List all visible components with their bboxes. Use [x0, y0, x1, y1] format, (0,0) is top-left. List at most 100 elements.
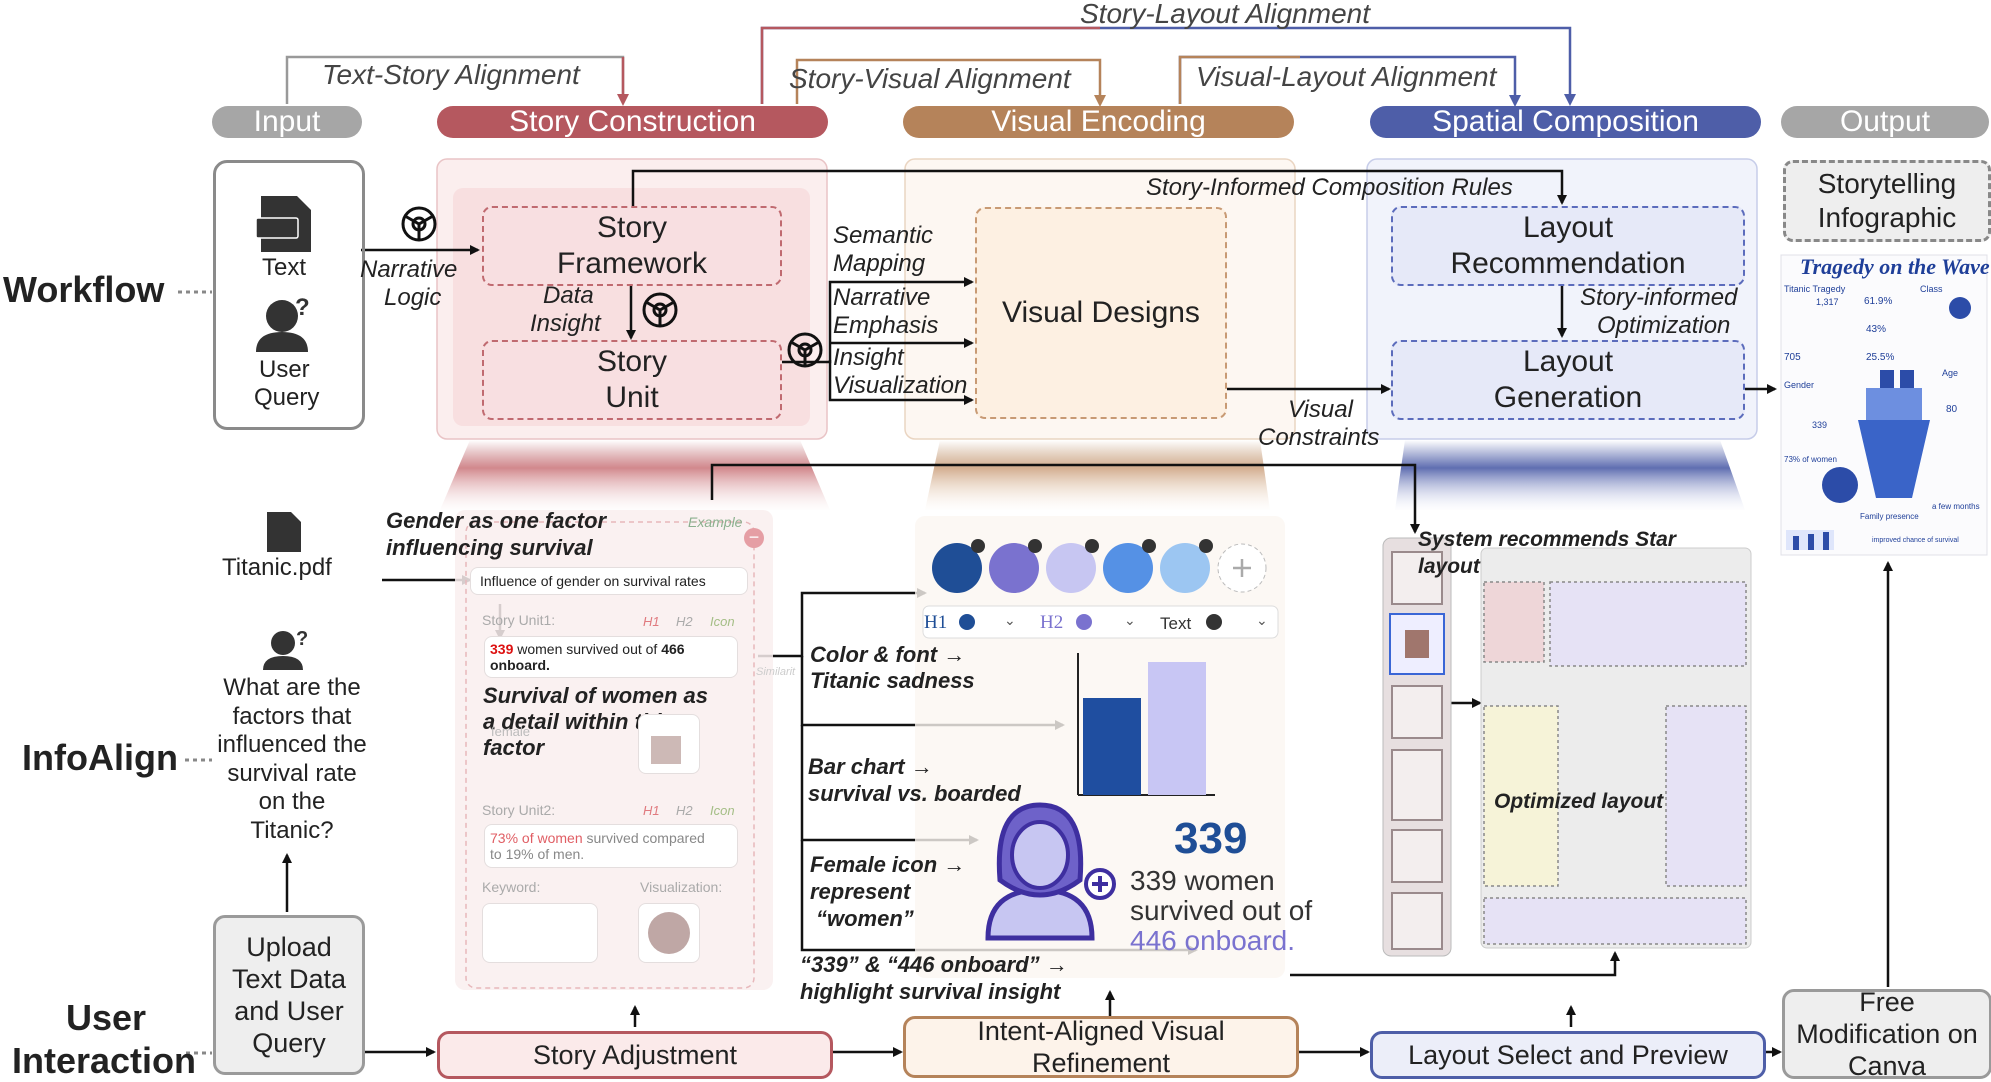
- narrative-emphasis-label: Narrative: [833, 284, 931, 311]
- survival-detail-label: Survival of women as: [483, 683, 708, 708]
- user-query-icon: [256, 300, 308, 352]
- palette-swatch[interactable]: [1160, 543, 1210, 593]
- bar-chart: [1077, 653, 1215, 796]
- infographic-255: 25.5%: [1866, 352, 1895, 363]
- font-h2[interactable]: H2: [1040, 612, 1064, 633]
- remove-swatch-icon[interactable]: [1028, 539, 1042, 553]
- infographic-age-label: Age: [1942, 368, 1959, 378]
- openai-logo-icon: [787, 332, 823, 368]
- story-unit1-field[interactable]: [484, 636, 738, 678]
- openai-logo-icon: [401, 206, 437, 242]
- female-icon-label-3: “women”: [816, 906, 914, 931]
- story-unit2-field[interactable]: [484, 824, 738, 868]
- question-mark-icon: ?: [295, 294, 310, 321]
- color-font-label-2: Titanic sadness: [810, 668, 975, 693]
- palette-swatch[interactable]: [932, 543, 982, 593]
- palette-swatch[interactable]: [1046, 543, 1096, 593]
- font-text[interactable]: Text: [1160, 614, 1192, 633]
- input-query-label: Query: [254, 384, 320, 411]
- story-construction-header: Story Construction: [437, 105, 828, 138]
- h2-tag[interactable]: H2: [676, 614, 693, 629]
- semantic-mapping-label-2: Mapping: [833, 250, 926, 277]
- story-visual-alignment: Story-Visual Alignment: [789, 63, 1071, 94]
- narrative-logic-label-2: Logic: [384, 284, 442, 311]
- color-font-label: Color & font →: [810, 642, 966, 667]
- pdf-icon: [267, 512, 301, 552]
- insight-viz-label-2: Visualization: [833, 372, 968, 399]
- optimized-layout-label: Optimized layout: [1494, 790, 1664, 813]
- chevron-down-icon[interactable]: ⌄: [1256, 612, 1268, 628]
- icon-tag-2[interactable]: Icon: [710, 803, 735, 818]
- titanic-pdf-label: Titanic.pdf: [222, 554, 332, 581]
- visual-constraints-label: Visual: [1288, 396, 1353, 423]
- spatial-composition-header: Spatial Composition: [1370, 105, 1761, 138]
- keyword-label: Keyword:: [482, 879, 541, 895]
- infographic-80: 80: [1946, 404, 1958, 415]
- chevron-down-icon[interactable]: ⌄: [1004, 612, 1016, 628]
- input-text-label: Text: [262, 254, 307, 281]
- infographic-gender-label: Gender: [1784, 380, 1815, 390]
- story-layout-alignment: Story-Layout Alignment: [1080, 0, 1370, 29]
- story-adjustment-button[interactable]: Story Adjustment: [437, 1031, 833, 1079]
- infographic-339: 339: [1812, 420, 1828, 430]
- remove-swatch-icon[interactable]: [971, 539, 985, 553]
- story-unit2-label: Story Unit2:: [482, 802, 556, 818]
- gender-factor-label: Gender as one factor: [386, 508, 607, 533]
- font-h1[interactable]: H1: [924, 612, 948, 633]
- icon-tag[interactable]: Icon: [710, 614, 735, 629]
- visual-designs-box: Visual Designs: [975, 207, 1227, 419]
- star-layout-label-2: layout: [1418, 555, 1480, 578]
- input-box: [213, 160, 365, 430]
- similarity-label: Similarit: [756, 666, 796, 678]
- h2-tag-2[interactable]: H2: [676, 803, 693, 818]
- remove-swatch-icon[interactable]: [1142, 539, 1156, 553]
- story-unit1-label: Story Unit1:: [482, 612, 556, 628]
- bar-chart-label-2: survival vs. boarded: [808, 781, 1021, 806]
- palette-swatch[interactable]: [989, 543, 1039, 593]
- remove-swatch-icon[interactable]: [1085, 539, 1099, 553]
- ship-illustration: [1858, 370, 1930, 498]
- text-story-alignment: Text-Story Alignment: [322, 59, 580, 90]
- visual-layout-alignment: Visual-Layout Alignment: [1196, 61, 1497, 92]
- bar-boarded: [1148, 662, 1206, 795]
- mini-pie-icon: [648, 912, 690, 954]
- highlight-label: “339” & “446 onboard” →: [800, 952, 1068, 977]
- h1-tag[interactable]: H1: [643, 614, 660, 629]
- collapse-icon[interactable]: −: [744, 528, 764, 548]
- story-informed-opt-label-2: Optimization: [1597, 312, 1731, 339]
- output-header: Output: [1781, 105, 1989, 138]
- user-query-text: What are the factors that influenced the…: [217, 674, 367, 844]
- infographic-705: 705: [1784, 352, 1801, 363]
- story-framework-field[interactable]: [470, 567, 748, 595]
- class-pie: [1949, 297, 1971, 319]
- h1-tag-2[interactable]: H1: [643, 803, 660, 818]
- mini-bar-icon: [651, 736, 681, 764]
- input-user-label: User: [259, 356, 310, 383]
- remove-swatch-icon[interactable]: [1199, 539, 1213, 553]
- female-icon: [985, 802, 1116, 941]
- infographic-619: 61.9%: [1864, 296, 1893, 307]
- row-label-user: User: [66, 997, 147, 1038]
- semantic-mapping-label: Semantic: [833, 222, 934, 249]
- narrative-emphasis-label-2: Emphasis: [833, 312, 939, 339]
- openai-logo-icon: [642, 292, 678, 328]
- gender-factor-label-2: influencing survival: [386, 535, 593, 560]
- layout-select-button[interactable]: Layout Select and Preview: [1370, 1031, 1766, 1079]
- palette-swatch[interactable]: [1103, 543, 1153, 593]
- keyword-field[interactable]: [482, 903, 598, 963]
- visual-encoding-header: Visual Encoding: [903, 105, 1294, 138]
- infographic-class-label: Class: [1920, 284, 1943, 294]
- female-icon-label-2: represent: [810, 879, 911, 904]
- input-header: Input: [212, 105, 362, 138]
- chevron-down-icon[interactable]: ⌄: [1124, 612, 1136, 628]
- color-palette[interactable]: [932, 539, 1267, 593]
- infographic-1317: 1,317: [1816, 297, 1839, 307]
- question-mark-icon: ?: [296, 628, 309, 650]
- highlight-label-2: highlight survival insight: [800, 979, 1061, 1004]
